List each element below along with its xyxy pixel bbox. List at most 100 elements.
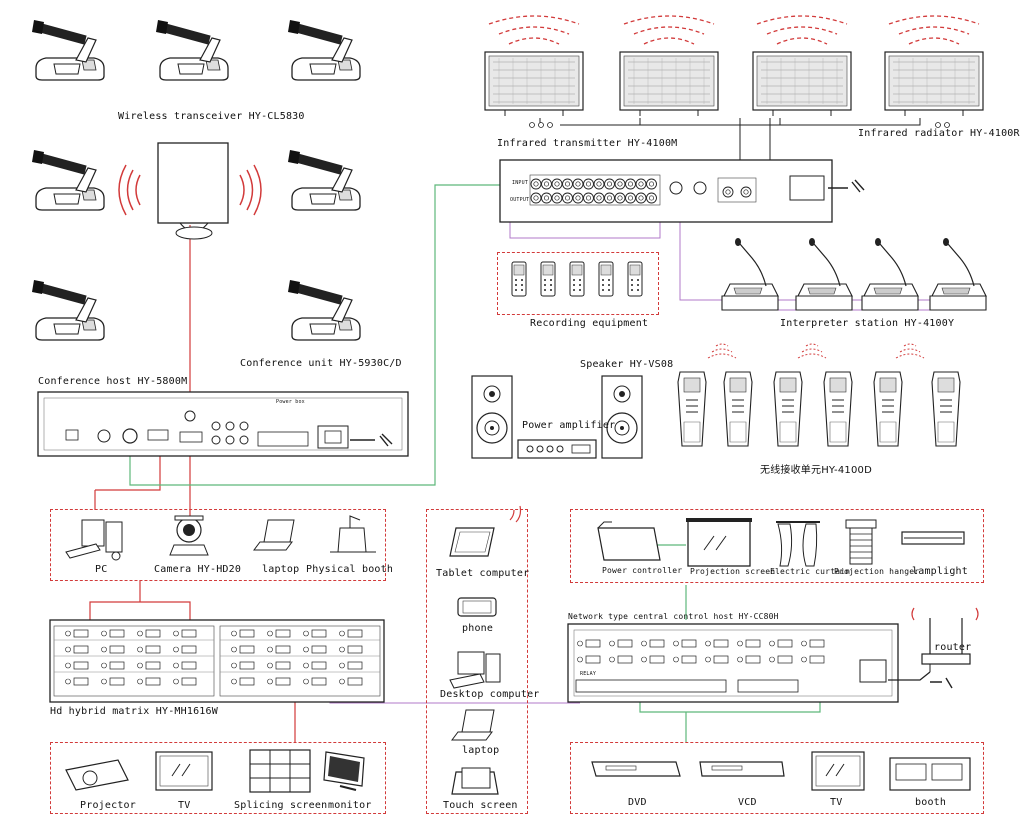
matrix-port: [65, 677, 89, 686]
interpreter-station-2: [795, 237, 853, 311]
control-port: [577, 655, 601, 664]
desktop-icon: [449, 651, 501, 689]
wireless-receiver-unit: [723, 371, 753, 447]
bnc-out-connector: [572, 192, 584, 204]
access-point-icon: [118, 142, 262, 240]
bnc-out-connector: [551, 192, 563, 204]
control-port: [769, 655, 793, 664]
label-projection-hanger: Projection hanger: [834, 567, 920, 576]
label-splicing: Splicing screen: [234, 800, 328, 811]
matrix-port: [303, 677, 327, 686]
booth-icon: [889, 757, 971, 791]
wireless-mic-3: [287, 19, 361, 81]
label-pc: PC: [95, 564, 108, 575]
matrix-port: [267, 645, 291, 654]
router-icon: [911, 607, 979, 665]
matrix-port: [137, 629, 161, 638]
matrix-port: [231, 661, 255, 670]
signal-arc-icon: [707, 343, 737, 359]
label-conference-host: Conference host HY-5800M: [38, 376, 188, 387]
matrix-port: [137, 645, 161, 654]
label-desktop: Desktop computer: [440, 689, 540, 700]
matrix-port: [267, 629, 291, 638]
recording-group-box: [497, 252, 659, 315]
matrix-port: [65, 661, 89, 670]
label-central-control: Network type central control host HY-CC8…: [568, 612, 779, 621]
power-controller-icon: [597, 521, 661, 561]
label-wireless-transceiver: Wireless transceiver HY-CL5830: [118, 111, 305, 122]
bnc-in-connector: [572, 178, 584, 190]
label-infrared-radiator: Infrared radiator HY-4100R: [858, 128, 1020, 139]
conference-host-device: [37, 391, 409, 457]
bnc-out-connector: [604, 192, 615, 204]
label-lamplight: lamplight: [912, 566, 968, 577]
bnc-out-connector: [593, 192, 605, 204]
label-speaker: Speaker HY-VS08: [580, 359, 674, 370]
power-amplifier-device: [517, 439, 597, 459]
matrix-port: [303, 629, 327, 638]
bnc-in-connector: [646, 178, 657, 190]
bnc-in-connector: [551, 178, 563, 190]
wireless-receiver-unit: [677, 371, 707, 447]
bnc-in-connector: [530, 178, 542, 190]
av-source-group-box: [570, 742, 984, 814]
bnc-out-connector: [614, 192, 626, 204]
label-power-controller: Power controller: [602, 566, 683, 575]
mobile-group-box: [426, 509, 528, 814]
label-power-amplifier: Power amplifier: [522, 420, 616, 431]
receivers: [677, 343, 961, 447]
bnc-in-connector: [635, 178, 647, 190]
vcd-icon: [699, 761, 785, 777]
wireless-receiver-unit: [823, 371, 853, 447]
control-port: [641, 639, 665, 648]
wireless-receiver-unit: [931, 371, 961, 447]
bnc-out-connector: [530, 192, 542, 204]
control-port: [577, 639, 601, 648]
bnc-in-connector: [541, 178, 552, 190]
panel-input-text: INPUT: [512, 180, 529, 186]
dvd-icon: [591, 761, 681, 777]
bnc-out-connector: [583, 192, 594, 204]
touch-screen-icon: [451, 767, 499, 795]
matrix-port: [339, 629, 363, 638]
matrix-port: [339, 661, 363, 670]
label-infrared-transmitter: Infrared transmitter HY-4100M: [497, 138, 678, 149]
label-monitor: monitor: [328, 800, 372, 811]
matrix-port: [173, 661, 197, 670]
label-physical-booth: Physical booth: [306, 564, 394, 575]
control-port: [673, 655, 697, 664]
monitor-icon: [323, 751, 365, 791]
matrix-port: [303, 661, 327, 670]
wireless-mic-1: [31, 19, 105, 81]
label-laptop-mid: laptop: [462, 745, 500, 756]
wireless-mic-6: [31, 279, 105, 341]
matrix-port: [65, 645, 89, 654]
label-recording-equipment: Recording equipment: [530, 318, 649, 329]
bnc-in-connector: [614, 178, 626, 190]
label-dvd: DVD: [628, 797, 647, 808]
bnc-in-connector: [583, 178, 594, 190]
projection-hanger-icon: [845, 519, 877, 565]
label-router: router: [934, 642, 972, 653]
interpreter-station-3: [861, 237, 919, 311]
ir-radiator-3: [752, 15, 852, 117]
control-port: [705, 639, 729, 648]
matrix-port: [137, 677, 161, 686]
label-interpreter-station: Interpreter station HY-4100Y: [780, 318, 955, 329]
matrix-port: [339, 677, 363, 686]
hd-matrix-device: [49, 619, 385, 703]
wireless-mic-7: [287, 279, 361, 341]
label-matrix: Hd hybrid matrix HY-MH1616W: [50, 706, 218, 717]
matrix-port: [231, 629, 255, 638]
matrix-port: [267, 661, 291, 670]
bnc-in-connector: [593, 178, 605, 190]
ir-link-dots: [529, 122, 950, 128]
interpreter-station-4: [929, 237, 987, 311]
matrix-port: [101, 677, 125, 686]
projector-icon: [65, 759, 129, 791]
label-tablet: Tablet computer: [436, 568, 530, 579]
label-tv-left: TV: [178, 800, 191, 811]
control-port: [641, 655, 665, 664]
label-phone: phone: [462, 623, 494, 634]
